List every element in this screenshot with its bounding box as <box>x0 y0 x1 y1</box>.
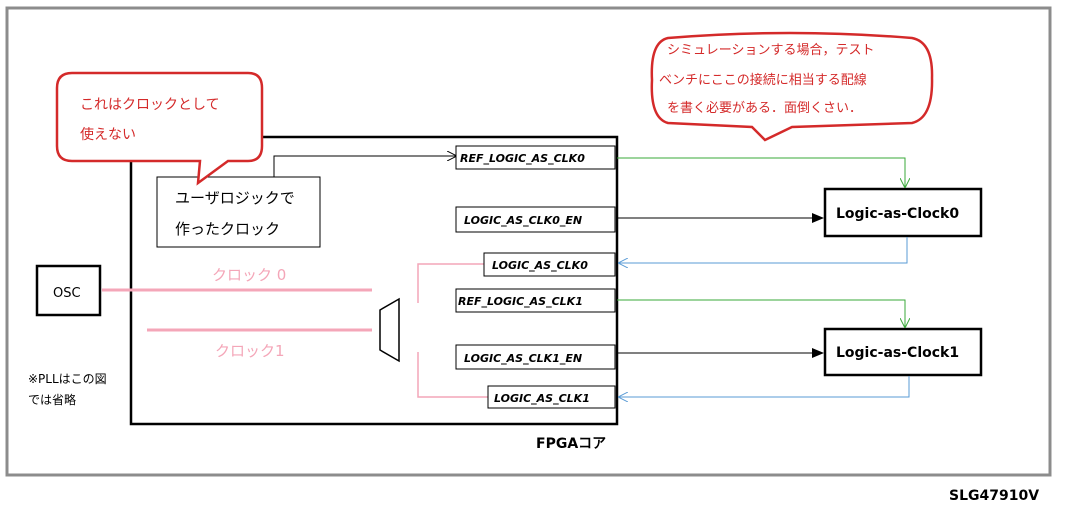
pin-clk1-en-label: LOGIC_AS_CLK1_EN <box>464 352 582 365</box>
clk0-feedback-line <box>417 263 484 303</box>
bubble-right-line1: シミュレーションする場合，テスト <box>667 43 874 58</box>
bubble-left <box>55 71 264 186</box>
pin-clk1-label: LOGIC_AS_CLK1 <box>494 392 590 405</box>
pin-ref-clk0 <box>455 145 616 170</box>
user-logic-to-ref-clk0-arrow <box>273 156 456 177</box>
pin-clk0-en-label: LOGIC_AS_CLK0_EN <box>464 214 582 227</box>
bubble-left-line2: 使えない <box>80 126 136 143</box>
bubble-right <box>650 31 934 142</box>
ref-clk0-to-lac0-wire <box>617 157 905 187</box>
pin-clk0 <box>483 252 616 277</box>
pin-clk1-en <box>455 344 616 370</box>
osc-label: OSC <box>53 286 81 301</box>
user-logic-line2: 作ったクロック <box>175 220 280 238</box>
pin-clk0-label: LOGIC_AS_CLK0 <box>492 259 588 272</box>
osc-box <box>35 264 102 317</box>
clock0-label: クロック 0 <box>212 266 286 284</box>
outer-frame <box>5 6 1052 477</box>
fpga-core-label: FPGAコア <box>536 436 606 452</box>
bubble-right-line2: ベンチにここの接続に相当する配線 <box>659 72 867 88</box>
pin-clk0-en <box>455 206 616 233</box>
pin-ref-clk1-label: REF_LOGIC_AS_CLK1 <box>458 295 583 308</box>
logic-as-clock0-block <box>823 187 983 238</box>
pin-clk1 <box>487 385 616 409</box>
logic-as-clock0-label: Logic-as-Clock0 <box>836 206 959 222</box>
lac0-to-clk0-wire <box>619 237 908 263</box>
pin-ref-clk0-label: REF_LOGIC_AS_CLK0 <box>460 152 585 165</box>
user-logic-clock-box <box>156 176 321 248</box>
clock-mux <box>379 297 400 363</box>
pin-ref-clk1 <box>455 288 616 313</box>
bubble-left-line1: これはクロックとして <box>80 97 220 113</box>
bubble-right-line3: を書く必要がある．面倒くさい． <box>667 101 862 116</box>
pll-note-line1: ※PLLはこの図 <box>28 372 107 386</box>
pll-note-line2: では省略 <box>28 392 76 407</box>
ref-clk1-to-lac1-wire <box>617 299 905 327</box>
clock1-label: クロック1 <box>215 342 285 360</box>
logic-as-clock1-label: Logic-as-Clock1 <box>836 345 959 361</box>
device-label: SLG47910V <box>949 488 1039 504</box>
logic-as-clock1-block <box>823 327 983 377</box>
user-logic-line1: ユーザロジックで <box>175 189 295 207</box>
clk1-feedback-line <box>417 352 488 398</box>
lac1-to-clk1-wire <box>619 376 910 397</box>
